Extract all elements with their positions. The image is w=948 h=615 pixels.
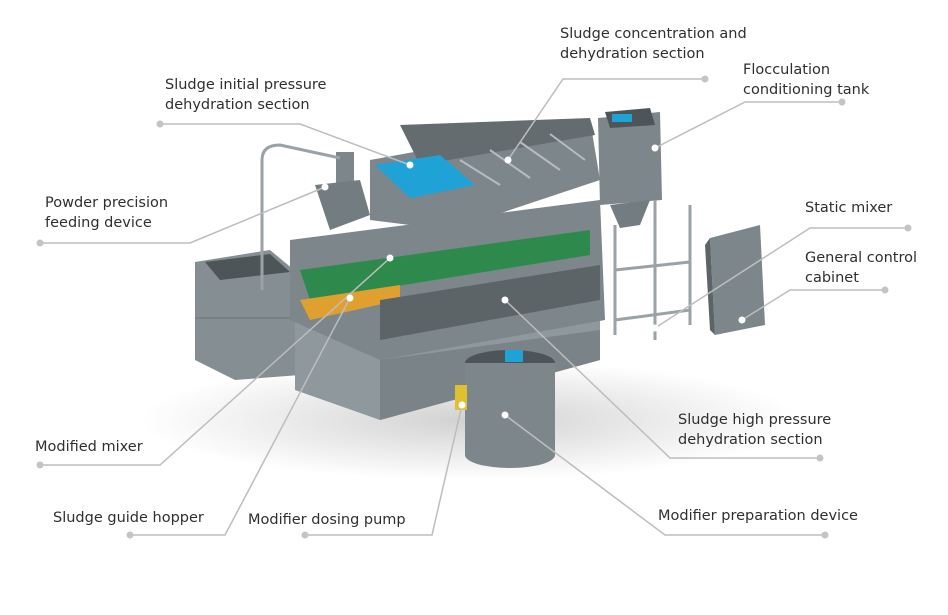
label-line: Sludge guide hopper bbox=[53, 510, 204, 526]
label-high-pressure: Sludge high pressure dehydration section bbox=[678, 410, 831, 450]
label-sludge-concentration: Sludge concentration and dehydration sec… bbox=[560, 24, 747, 64]
label-flocculation-tank: Flocculation conditioning tank bbox=[743, 60, 869, 100]
label-line: General control bbox=[805, 250, 918, 266]
leader-lines bbox=[40, 78, 908, 536]
label-guide-hopper: Sludge guide hopper bbox=[53, 508, 204, 528]
label-line: Flocculation bbox=[743, 62, 831, 78]
label-line: cabinet bbox=[805, 270, 859, 286]
label-line: Sludge high pressure bbox=[678, 412, 832, 428]
label-line: dehydration section bbox=[560, 46, 705, 62]
flocculation-tank bbox=[598, 108, 662, 228]
callout-dots bbox=[321, 144, 746, 419]
label-line: Sludge initial pressure bbox=[165, 77, 327, 93]
preparation-tank bbox=[455, 350, 555, 468]
label-line: Sludge concentration and bbox=[560, 26, 747, 42]
label-line: dehydration section bbox=[678, 432, 823, 448]
upper-section bbox=[370, 118, 600, 230]
label-initial-pressure: Sludge initial pressure dehydration sect… bbox=[165, 75, 326, 115]
label-powder-feeding: Powder precision feeding device bbox=[45, 193, 168, 233]
label-line: Modified mixer bbox=[35, 439, 143, 455]
label-line: Modifier preparation device bbox=[658, 508, 858, 524]
control-cabinet bbox=[705, 225, 765, 335]
powder-feeder bbox=[260, 143, 370, 290]
label-line: Powder precision bbox=[45, 195, 169, 211]
label-control-cabinet: General control cabinet bbox=[805, 248, 917, 288]
label-line: feeding device bbox=[45, 215, 152, 231]
left-tank bbox=[195, 250, 300, 380]
label-line: Static mixer bbox=[805, 200, 893, 216]
label-dosing-pump: Modifier dosing pump bbox=[248, 510, 406, 530]
label-line: dehydration section bbox=[165, 97, 310, 113]
label-line: Modifier dosing pump bbox=[248, 512, 406, 528]
label-static-mixer: Static mixer bbox=[805, 198, 892, 218]
label-line: conditioning tank bbox=[743, 82, 870, 98]
leader-end-dots bbox=[36, 75, 912, 539]
label-preparation-device: Modifier preparation device bbox=[658, 506, 858, 526]
label-modified-mixer: Modified mixer bbox=[35, 437, 143, 457]
